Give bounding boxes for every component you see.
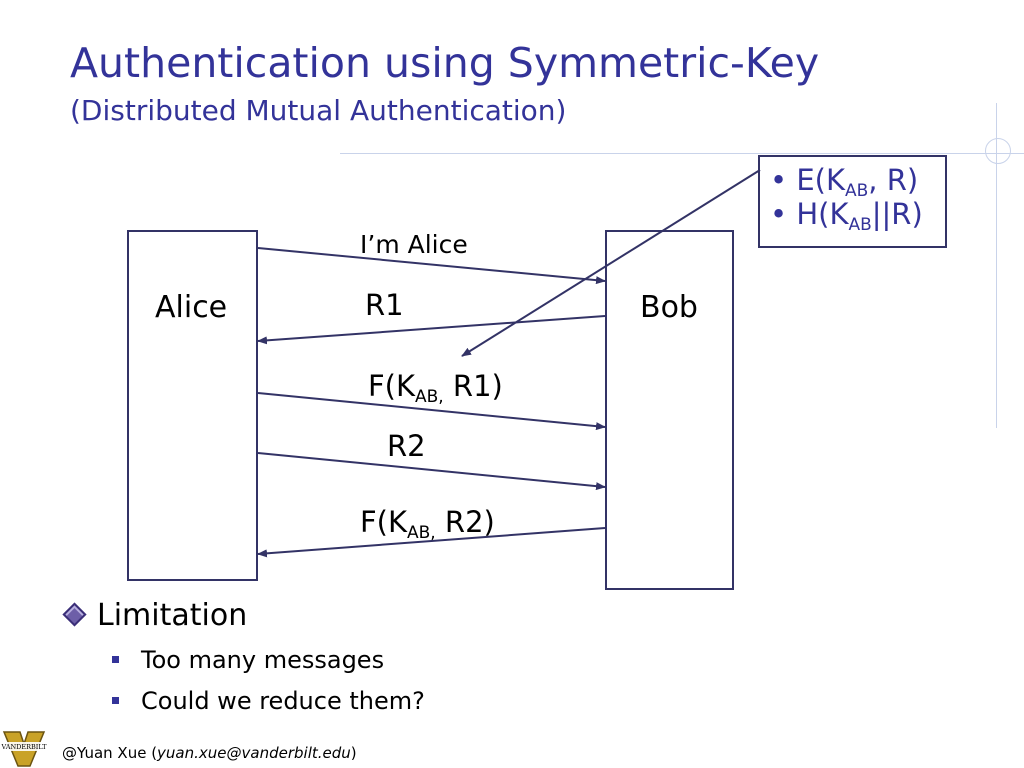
- callout-box: • E(KAB, R) • H(KAB||R): [758, 155, 947, 248]
- sub-bullet-1: Could we reduce them?: [112, 687, 425, 715]
- bob-label: Bob: [640, 290, 698, 325]
- decorative-vertical-line: [996, 103, 997, 428]
- diamond-bullet-icon: [62, 602, 87, 627]
- arrow-msg-3: [257, 452, 606, 491]
- message-label-2: F(KAB, R1): [368, 369, 503, 407]
- arrow-msg-1: [257, 315, 606, 345]
- footer-credit: @Yuan Xue (yuan.xue@vanderbilt.edu): [62, 744, 357, 762]
- decorative-crosshair-circle: [985, 138, 1011, 164]
- callout-item-1: • H(KAB||R): [770, 197, 923, 236]
- slide-subtitle: (Distributed Mutual Authentication): [70, 94, 567, 127]
- alice-box: [127, 230, 258, 581]
- arrow-callout: [461, 169, 761, 357]
- arrow-msg-4: [257, 527, 606, 558]
- message-label-3: R2: [387, 429, 426, 463]
- message-label-1: R1: [365, 288, 404, 322]
- decorative-horizontal-line: [340, 153, 1024, 154]
- svg-text:VANDERBILT: VANDERBILT: [1, 743, 48, 751]
- alice-label: Alice: [155, 290, 228, 325]
- arrow-msg-0: [257, 247, 606, 285]
- message-label-0: I’m Alice: [360, 230, 468, 259]
- arrow-msg-2: [257, 392, 606, 431]
- author-email: yuan.xue@vanderbilt.edu: [157, 744, 351, 762]
- vanderbilt-logo-icon: VANDERBILT: [0, 731, 48, 767]
- sub-bullet-0: Too many messages: [112, 646, 384, 674]
- bullet-heading: Limitation: [62, 598, 247, 633]
- slide-title: Authentication using Symmetric-Key: [70, 39, 820, 87]
- callout-item-0: • E(KAB, R): [770, 163, 919, 201]
- square-bullet-icon: [112, 696, 119, 704]
- message-label-4: F(KAB, R2): [360, 505, 495, 543]
- bob-box: [605, 230, 734, 590]
- square-bullet-icon: [112, 655, 119, 663]
